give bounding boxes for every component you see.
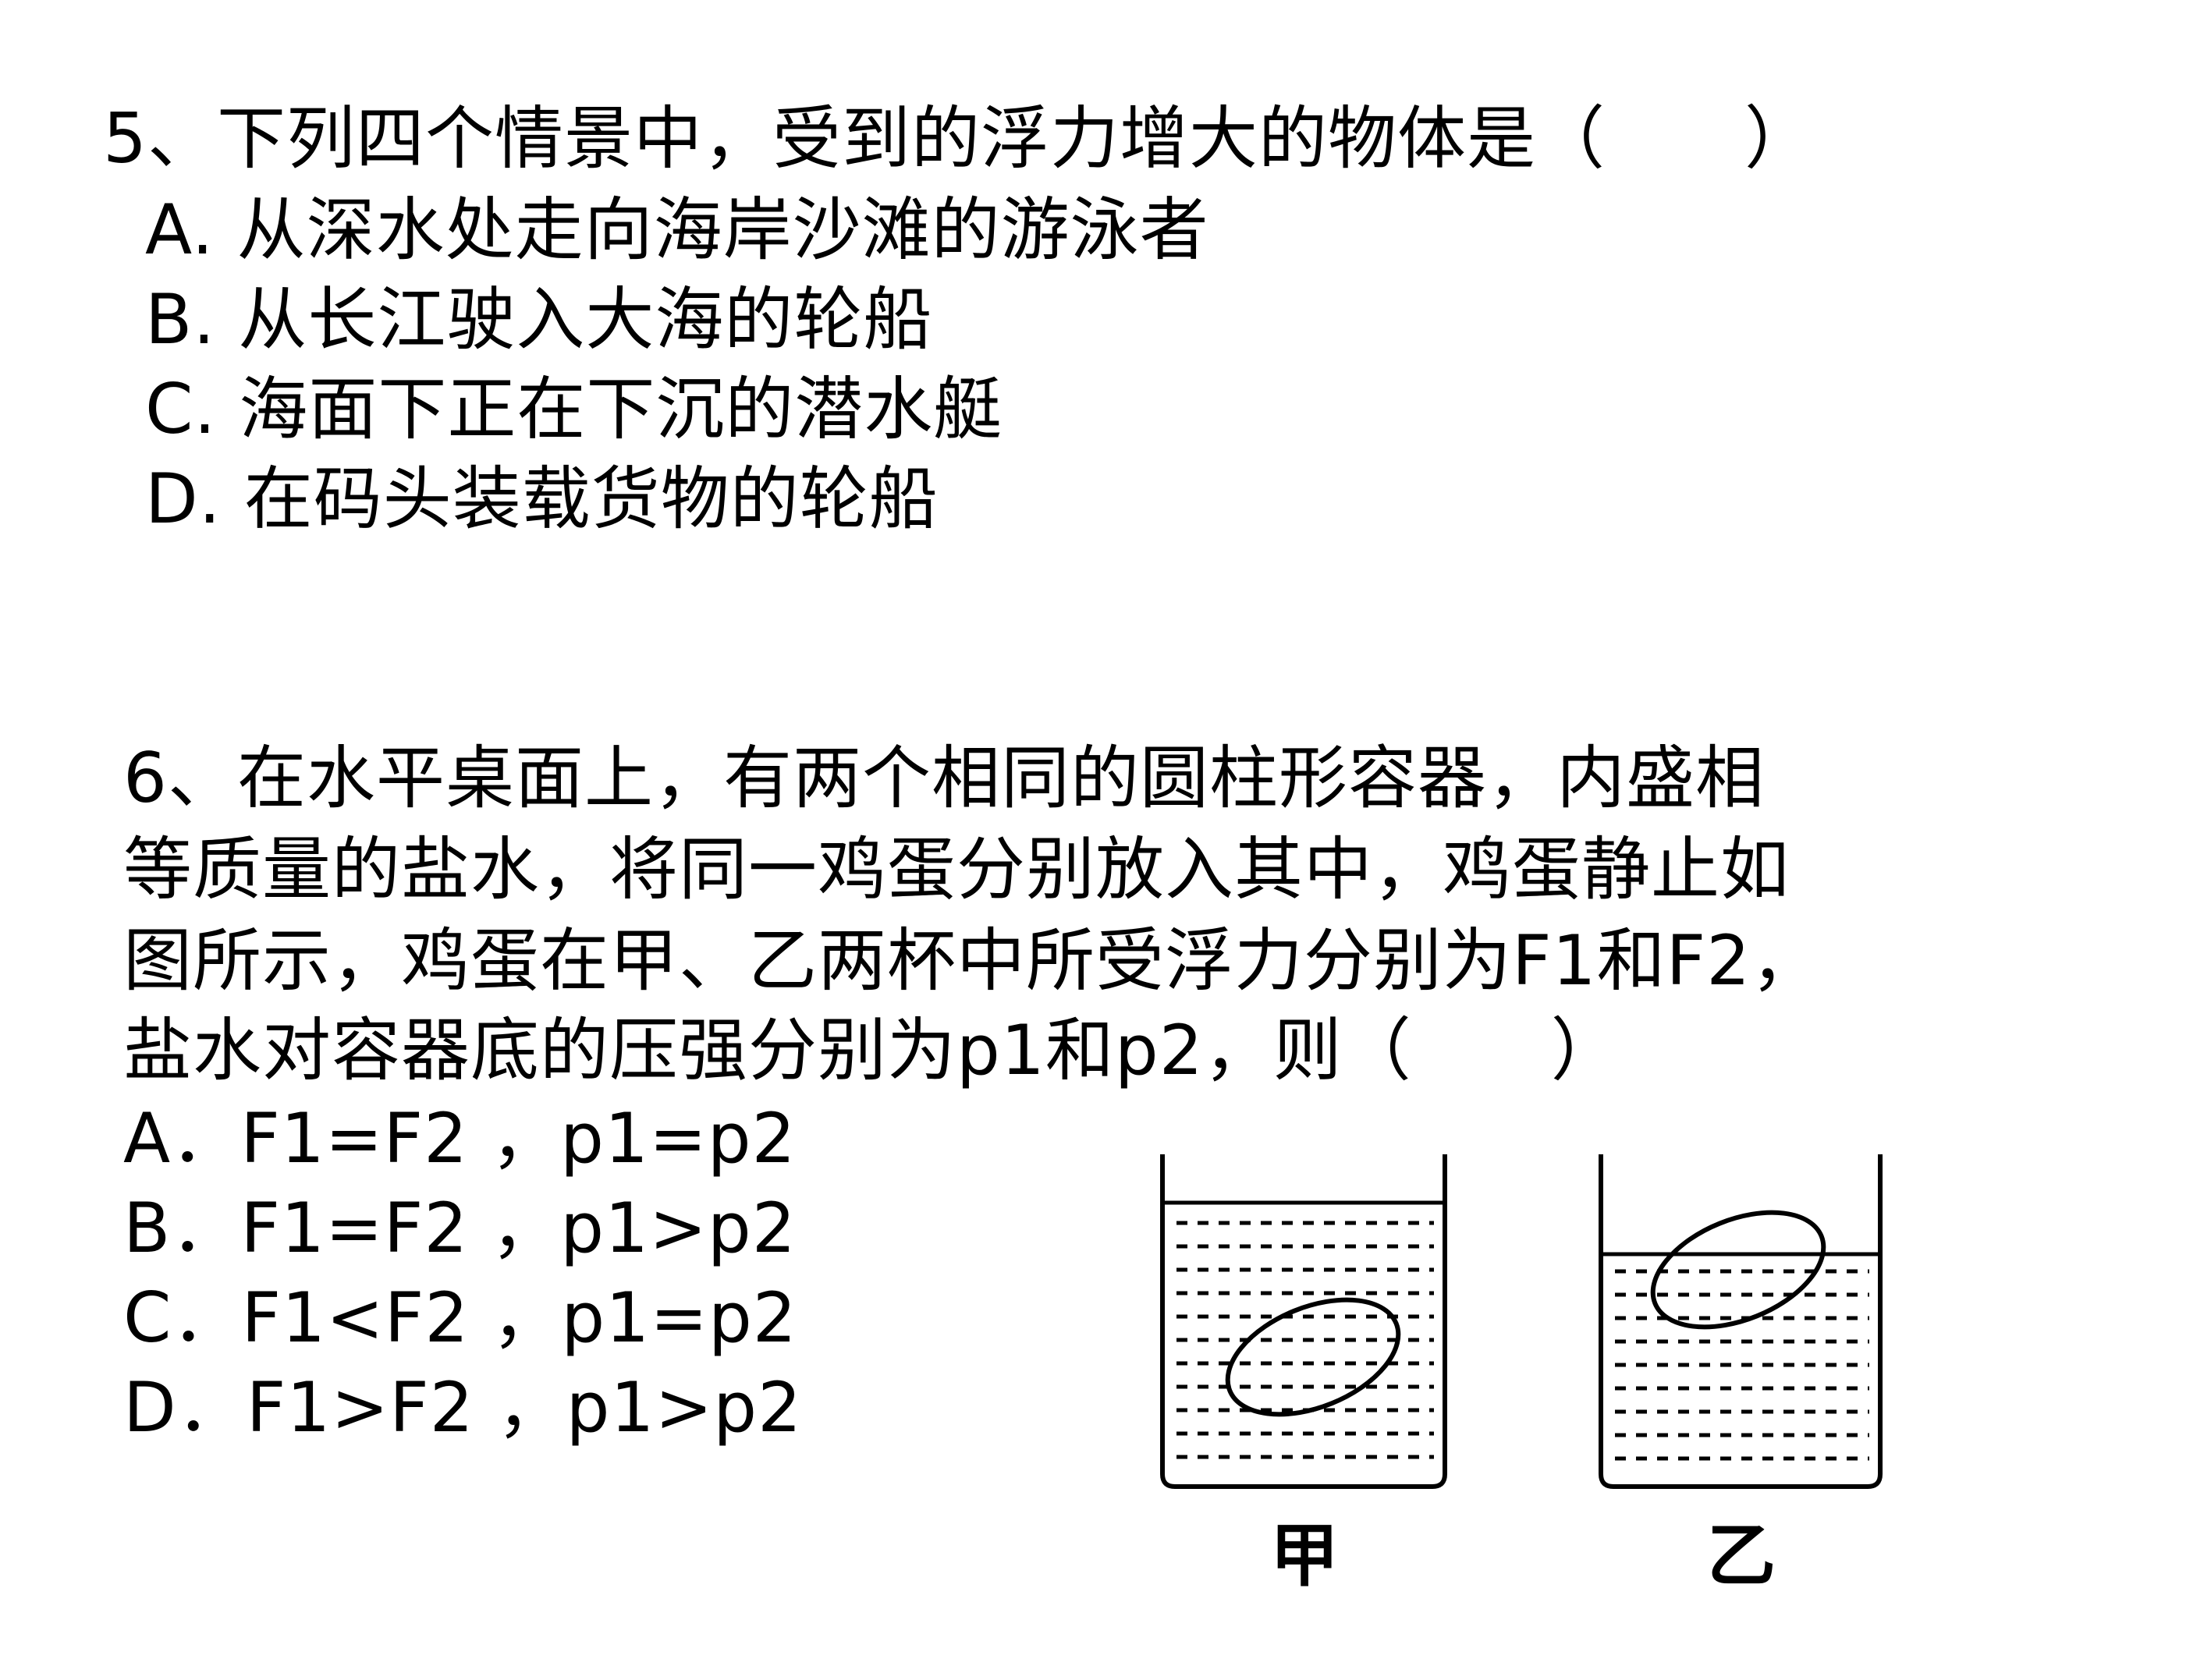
question-5-option-a: A. 从深水处走向海岸沙滩的游泳者 <box>145 190 1209 270</box>
label-yi: 乙 <box>1707 1515 1776 1596</box>
label-jia: 甲 <box>1270 1515 1339 1596</box>
question-6-stem-line-1: 6、在水平桌面上，有两个相同的圆柱形容器，内盛相 <box>123 738 1765 818</box>
salt-water-jia <box>1176 1221 1434 1459</box>
container-jia <box>1160 1154 1447 1489</box>
beakers-figure: 甲 乙 <box>1160 1154 1883 1596</box>
question-5-option-c: C. 海面下正在下沉的潜水艇 <box>145 369 1003 449</box>
egg-jia <box>1225 1297 1401 1417</box>
question-6-stem-line-2: 等质量的盐水，将同一鸡蛋分别放入其中，鸡蛋静止如 <box>123 829 1790 909</box>
container-yi <box>1599 1154 1883 1489</box>
question-5-stem: 5、下列四个情景中，受到的浮力增大的物体是（ ） <box>103 98 1814 179</box>
question-5-option-b: B. 从长江驶入大海的轮船 <box>145 279 933 360</box>
question-6-option-d: D．F1>F2 ，p1>p2 <box>123 1367 803 1448</box>
egg-yi <box>1650 1210 1826 1330</box>
question-6-stem-line-3: 图所示，鸡蛋在甲、乙两杯中所受浮力分别为F1和F2， <box>123 920 1821 1001</box>
question-6-option-c: C．F1<F2 ，p1=p2 <box>123 1278 797 1358</box>
question-6-option-b: B．F1=F2 ，p1>p2 <box>123 1188 797 1268</box>
beaker-yi: 乙 <box>1599 1154 1883 1596</box>
question-6-stem-line-4: 盐水对容器底的压强分别为p1和p2，则（ ） <box>123 1010 1620 1090</box>
beaker-jia: 甲 <box>1160 1154 1447 1596</box>
salt-water-yi <box>1615 1269 1869 1461</box>
question-6-option-a: A．F1=F2 ，p1=p2 <box>123 1098 797 1178</box>
question-5-option-d: D. 在码头装载货物的轮船 <box>145 459 939 539</box>
